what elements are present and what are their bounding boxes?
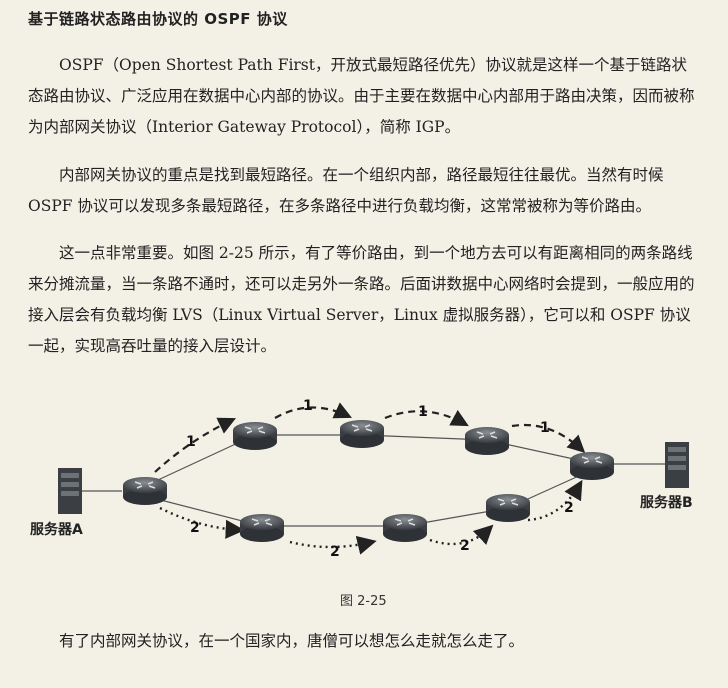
paragraph-shortest-path: 内部网关协议的重点是找到最短路径。在一个组织内部，路径最短往往最优。当然有时候 … (28, 166, 664, 215)
link-lines (82, 434, 665, 527)
router-icon (464, 426, 510, 456)
path-1-label: 1 (540, 420, 550, 436)
paragraph-conclusion: 有了内部网关协议，在一个国家内，唐僧可以想怎么走就怎么走了。 (59, 632, 525, 650)
router-icon (485, 493, 531, 523)
network-diagram: 1 1 1 1 2 2 2 2 服务器A 服务器B (30, 398, 693, 560)
figure-caption: 图 2-25 (340, 594, 387, 609)
path-2-label: 2 (564, 500, 574, 516)
router-icon (239, 513, 285, 543)
router-icon (382, 513, 428, 543)
path-2-label: 2 (330, 544, 340, 560)
path-1-labels: 1 1 1 1 (186, 398, 550, 450)
path-2-labels: 2 2 2 2 (190, 500, 574, 560)
path-2-label: 2 (460, 538, 470, 554)
paragraph-ospf-intro: OSPF（Open Shortest Path First，开放式最短路径优先）… (28, 56, 695, 136)
path-1-label: 1 (418, 404, 428, 420)
router-icon (122, 476, 168, 506)
paragraph-equal-cost-routing: 这一点非常重要。如图 2-25 所示，有了等价路由，到一个地方去可以有距离相同的… (28, 244, 695, 355)
path-2-label: 2 (190, 520, 200, 536)
router-icon (569, 451, 615, 481)
server-icon (58, 468, 82, 514)
path-1-label: 1 (303, 398, 313, 414)
path-1-arrows (154, 402, 586, 473)
path-1-label: 1 (186, 434, 196, 450)
server-a-label: 服务器A (30, 521, 83, 538)
server-icon (665, 442, 689, 488)
router-icon (232, 421, 278, 451)
section-title: 基于链路状态路由协议的 OSPF 协议 (28, 10, 288, 28)
server-b-label: 服务器B (640, 494, 693, 511)
path-2-arrows (159, 479, 583, 555)
router-icon (339, 419, 385, 449)
